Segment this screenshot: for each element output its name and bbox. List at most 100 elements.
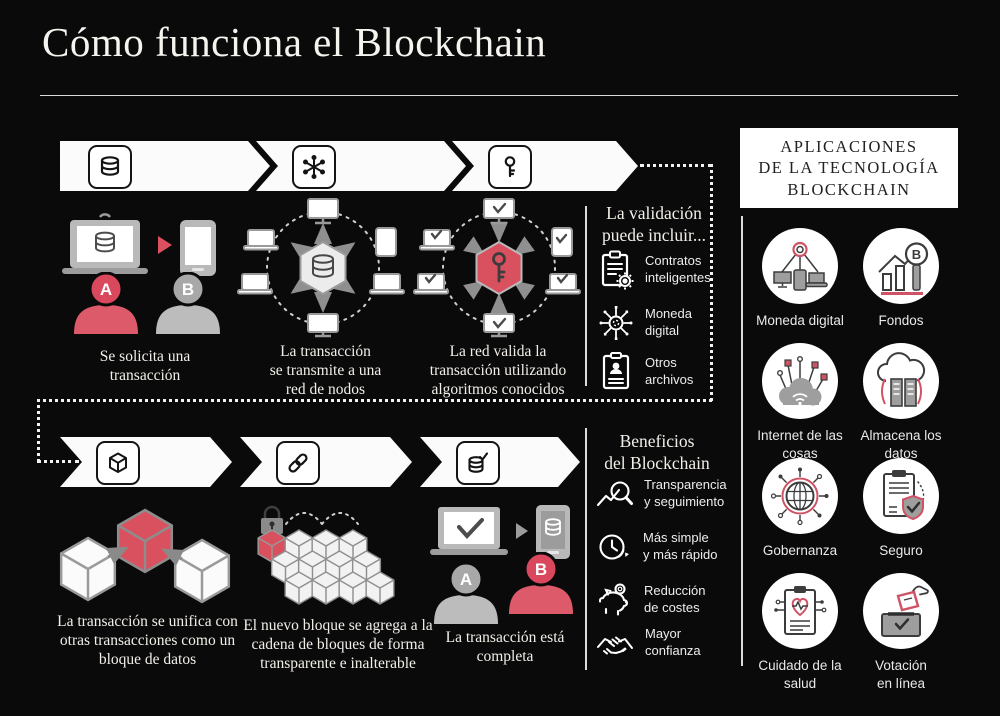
validation-item-currency: Moneda digital	[598, 305, 692, 341]
handshake-icon	[597, 636, 633, 655]
app-item-online-voting	[863, 573, 939, 649]
step3-illustration-validate	[413, 198, 581, 338]
app-item-funds: B	[863, 228, 939, 304]
transfer-arrow-icon	[516, 523, 528, 539]
flow-arrow-3	[452, 141, 638, 191]
dotted-connector	[37, 399, 40, 462]
benefit-item-speed: Más simple y más rápido	[596, 530, 717, 564]
step2-illustration-broadcast	[237, 198, 405, 338]
person-a-avatar: A	[74, 272, 138, 334]
app-item-label: Votación en línea	[875, 658, 927, 691]
coins-check-icon	[456, 441, 500, 485]
svg-text:A: A	[460, 570, 472, 589]
svg-text:B: B	[182, 280, 194, 299]
benefit-item-label: Transparencia y seguimiento	[644, 477, 727, 509]
dotted-connector	[640, 164, 712, 167]
chain-icon	[276, 441, 320, 485]
app-item-label: Moneda digital	[756, 313, 844, 328]
hand-icon	[912, 585, 929, 596]
coins-icon	[545, 518, 561, 536]
step1-caption: Se solicita una transacción	[99, 348, 191, 385]
block-cluster	[257, 529, 395, 605]
digital-currency-icon	[773, 241, 828, 291]
benefit-item-label: Mayor confianza	[645, 626, 701, 658]
benefit-item-label: Reducción de costes	[644, 583, 706, 615]
network-devices	[237, 198, 405, 338]
flow-arrow-2	[256, 141, 466, 191]
step5-caption: El nuevo bloque se agrega a la cadena de…	[243, 617, 433, 673]
check-icon	[457, 518, 484, 539]
smart-contract-icon	[601, 250, 634, 290]
flow-arrow-1	[60, 141, 270, 191]
step6-caption: La transacción está completa	[445, 629, 565, 666]
coins-icon	[88, 145, 132, 189]
validated-devices	[413, 198, 581, 338]
person-b-avatar: B	[156, 272, 220, 334]
validation-item-label: Moneda digital	[645, 306, 692, 338]
coins-icon	[95, 231, 115, 253]
cube-icon	[96, 441, 140, 485]
transfer-arrow-icon	[158, 236, 172, 254]
step5-illustration-chain	[257, 505, 395, 605]
validation-item-label: Otros archivos	[645, 355, 694, 387]
check-icons	[424, 202, 569, 329]
app-item-label: Cuidado de la salud	[758, 658, 842, 691]
online-voting-icon	[881, 585, 929, 637]
app-item-healthcare	[762, 573, 838, 649]
flow-arrow-6	[420, 437, 580, 487]
other-files-icon	[602, 352, 630, 390]
app-item-digital-currency	[762, 228, 838, 304]
benefit-item-transparency: Transparencia y seguimiento	[596, 477, 727, 511]
key-icon	[492, 252, 506, 283]
applications-panel-header: APLICACIONES DE LA TECNOLOGÍA BLOCKCHAIN	[740, 128, 958, 208]
step3-caption: La red valida la transacción utilizando …	[429, 343, 567, 399]
dotted-connector	[37, 399, 712, 402]
benefit-item-label: Más simple y más rápido	[643, 530, 718, 562]
data-storage-icon	[877, 352, 926, 407]
svg-text:B: B	[912, 247, 921, 262]
validation-panel-divider	[585, 206, 587, 386]
benefits-panel-divider	[585, 428, 587, 670]
step4-caption: La transacción se unifica con otras tran…	[57, 613, 238, 669]
dotted-connector	[710, 164, 713, 401]
merge-arrows	[105, 546, 185, 567]
digital-currency-icon	[599, 306, 633, 340]
check-icon	[894, 618, 910, 631]
app-item-label: Almacena los datos	[860, 428, 942, 461]
benefit-item-trust: Mayor confianza	[596, 626, 701, 660]
coins-icon	[312, 254, 334, 278]
cloud-shape	[779, 378, 822, 406]
validation-item-contracts: Contratos inteligentes	[598, 250, 711, 290]
insurance-icon	[883, 470, 925, 521]
app-item-label: Seguro	[879, 543, 923, 558]
wifi-icon	[792, 393, 808, 402]
benefits-panel-title: Beneficios del Blockchain	[604, 431, 710, 474]
flow-arrow-4	[60, 437, 232, 487]
svg-text:B: B	[535, 560, 547, 579]
governance-icon	[771, 467, 829, 525]
funds-icon: B	[878, 242, 929, 295]
flow-arrow-5	[240, 437, 412, 487]
applications-panel-divider	[741, 216, 743, 666]
step2-caption: La transacción se transmite a una red de…	[269, 343, 382, 399]
step6-illustration-complete	[430, 505, 570, 559]
app-item-label: Fondos	[878, 313, 924, 328]
app-item-governance	[762, 458, 838, 534]
transparency-icon	[596, 481, 633, 506]
step1-illustration-request	[62, 213, 216, 276]
iot-icon	[776, 355, 828, 406]
clock-icon	[599, 534, 629, 560]
benefit-item-cost: Reducción de costes	[596, 582, 705, 618]
person-b-avatar: B	[509, 552, 573, 614]
healthcare-icon	[774, 586, 827, 635]
app-item-label: Internet de las cosas	[757, 428, 843, 461]
padlock-icon	[263, 505, 281, 518]
person-a-avatar: A	[434, 562, 498, 624]
app-item-data-storage	[863, 343, 939, 419]
ballot-icon	[896, 590, 920, 612]
app-item-label: Gobernanza	[762, 543, 838, 558]
applications-panel-title: APLICACIONES DE LA TECNOLOGÍA BLOCKCHAIN	[758, 136, 940, 199]
title-divider	[40, 95, 958, 96]
validation-panel-title: La validación puede incluir...	[601, 203, 706, 246]
step4-illustration-unify	[59, 508, 231, 604]
